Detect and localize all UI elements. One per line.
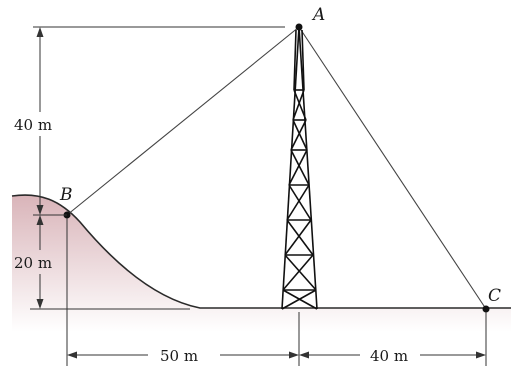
ground-fill <box>12 195 511 332</box>
dimension-horizontal: 50 m 40 m <box>66 218 487 366</box>
cable-ac <box>298 26 487 310</box>
point-c-marker <box>482 305 490 313</box>
dimension-vertical-total: 40 m <box>14 26 285 216</box>
point-a-marker <box>295 23 303 31</box>
dimension-vertical-b-label: 20 m <box>14 254 52 272</box>
dimension-horizontal-bt-label: 50 m <box>160 347 198 365</box>
cable-ab <box>66 26 300 216</box>
tower <box>281 26 318 310</box>
dimension-vertical-total-label: 40 m <box>14 116 52 134</box>
point-b-label: B <box>59 185 73 205</box>
point-c-label: C <box>488 286 501 306</box>
dimension-vertical-b: 20 m <box>14 215 190 310</box>
ground-line <box>11 194 511 309</box>
dimension-horizontal-tc-label: 40 m <box>370 347 408 365</box>
point-a-label: A <box>311 5 325 25</box>
